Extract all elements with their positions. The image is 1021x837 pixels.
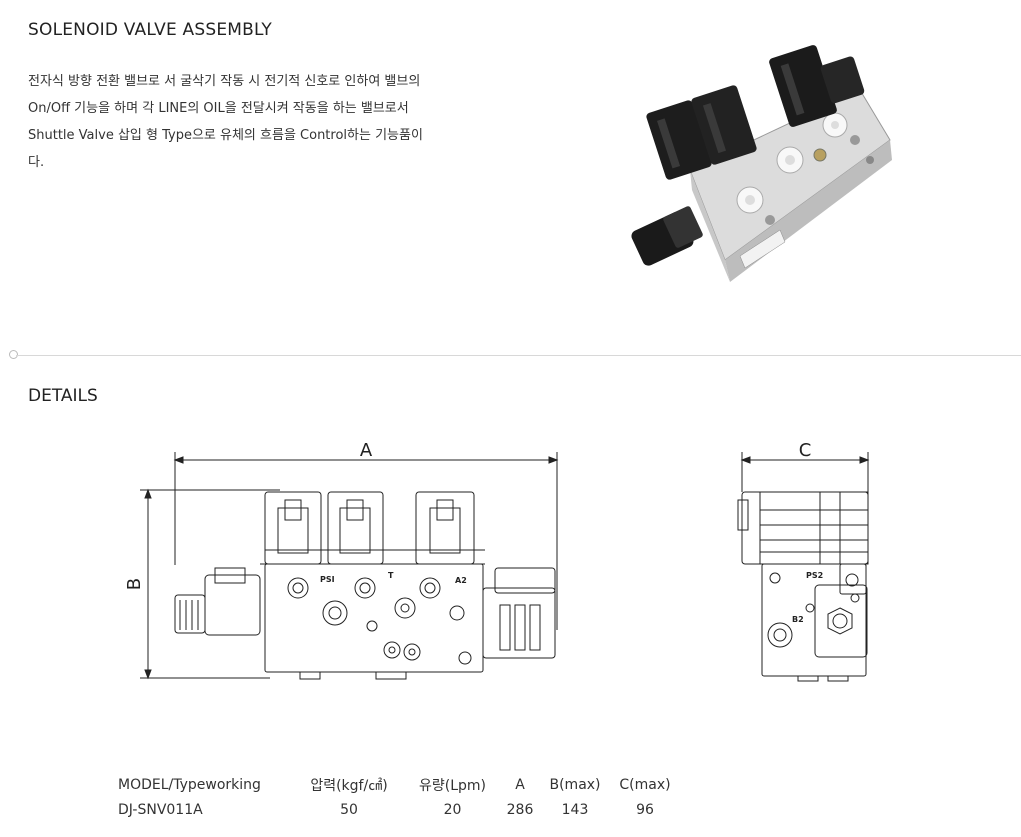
description-line: 전자식 방향 전환 밸브로 서 굴삭기 작동 시 전기적 신호로 인하여 밸브의 xyxy=(28,74,421,89)
divider-dot xyxy=(9,350,18,359)
table-cell: 143 xyxy=(561,801,589,818)
table-header-row: MODEL/Typeworking 압력(kgf/㎠) 유량(Lpm) A B(… xyxy=(118,772,680,797)
port-label-psi: PSI xyxy=(320,575,335,584)
table-header: A xyxy=(515,776,525,793)
table-row: DJ-SNV011A 50 20 286 143 96 xyxy=(118,797,680,822)
table-header: MODEL/Typeworking xyxy=(118,776,261,793)
section-divider xyxy=(16,355,1021,356)
dimension-label-c: C xyxy=(799,440,812,461)
table-cell: 286 xyxy=(506,801,534,818)
dimension-label-b: B xyxy=(124,578,145,590)
port-label-t: T xyxy=(388,571,394,580)
description-line: Shuttle Valve 삽입 형 Type으로 유체의 흐름을 Contro… xyxy=(28,128,423,143)
details-title: DETAILS xyxy=(28,386,98,406)
port-label-b2: B2 xyxy=(792,615,804,624)
port-label-ps2: PS2 xyxy=(806,571,823,580)
description-line: 다. xyxy=(28,155,45,170)
table-cell: 20 xyxy=(443,801,462,818)
table-header: B(max) xyxy=(549,776,601,793)
page-title: SOLENOID VALVE ASSEMBLY xyxy=(28,20,273,40)
table-cell: 50 xyxy=(340,801,358,818)
table-header: 유량(Lpm) xyxy=(418,777,486,794)
table-cell: 96 xyxy=(636,801,654,818)
table-header: C(max) xyxy=(619,776,671,793)
spec-table: MODEL/Typeworking 압력(kgf/㎠) 유량(Lpm) A B(… xyxy=(118,772,680,822)
product-description: 전자식 방향 전환 밸브로 서 굴삭기 작동 시 전기적 신호로 인하여 밸브의… xyxy=(28,68,488,176)
table-cell: DJ-SNV011A xyxy=(118,801,203,818)
technical-drawing: A C B PSI T A2 PS2 B2 xyxy=(124,440,870,682)
product-photo xyxy=(631,45,892,282)
dimension-label-a: A xyxy=(360,440,373,461)
port-label-a2: A2 xyxy=(455,576,467,585)
description-line: On/Off 기능을 하며 각 LINE의 OIL을 전달시켜 작동을 하는 밸… xyxy=(28,101,409,116)
table-header: 압력(kgf/㎠) xyxy=(310,777,388,794)
